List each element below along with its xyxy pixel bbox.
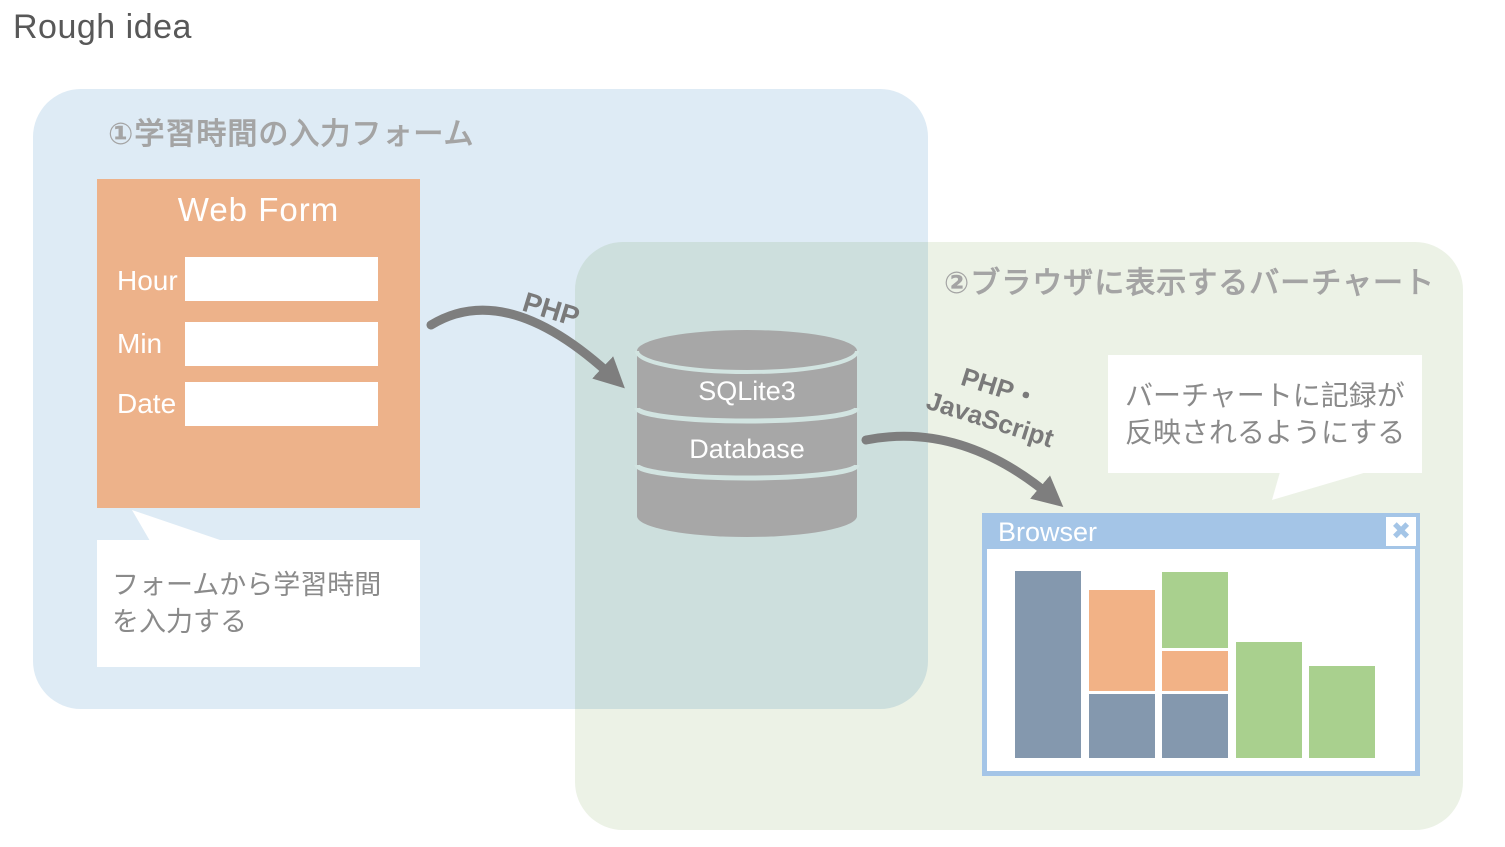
web-form-box: Web Form Hour Min Date — [97, 179, 420, 508]
section2-heading: ②ブラウザに表示するバーチャート — [943, 267, 1435, 300]
close-icon: ✖ — [1390, 518, 1412, 545]
bar-1 — [1015, 571, 1081, 758]
hour-label: Hour — [117, 265, 178, 296]
min-input[interactable] — [185, 322, 378, 366]
bar-segment-green — [1309, 666, 1375, 758]
browser-titlebar: Browser ✖ — [982, 513, 1420, 549]
chart-note-line1: バーチャートに記録が — [1125, 380, 1405, 411]
chart-note-line2: 反映されるようにする — [1125, 417, 1406, 448]
min-label: Min — [117, 328, 163, 359]
bar-chart — [987, 549, 1415, 771]
arrow2-label: PHP・ JavaScript — [909, 348, 1081, 459]
form-note-bubble: フォームから学習時間 を入力する — [97, 540, 420, 667]
section1-heading: ①学習時間の入力フォーム — [108, 118, 475, 151]
bar-segment-orange — [1162, 651, 1228, 691]
bar-2 — [1089, 590, 1155, 758]
bar-4 — [1236, 642, 1302, 758]
date-input[interactable] — [185, 382, 378, 426]
browser-content — [987, 549, 1415, 771]
page-title: Rough idea — [13, 8, 192, 46]
arrow1-label: PHP — [519, 286, 584, 333]
bar-segment-blue — [1089, 694, 1155, 758]
date-label: Date — [117, 388, 177, 419]
browser-title: Browser — [998, 517, 1098, 547]
web-form-title: Web Form — [177, 191, 340, 228]
bar-5 — [1309, 666, 1375, 758]
bar-3 — [1162, 572, 1228, 758]
bar-segment-green — [1162, 572, 1228, 648]
form-note-line1: フォームから学習時間 — [112, 570, 382, 600]
bar-segment-orange — [1089, 590, 1155, 691]
bar-segment-blue — [1162, 694, 1228, 758]
chart-note-bubble: バーチャートに記録が 反映されるようにする — [1108, 355, 1422, 473]
bar-segment-green — [1236, 642, 1302, 758]
bar-segment-blue — [1015, 571, 1081, 758]
browser-window: Browser ✖ — [982, 513, 1420, 776]
close-button[interactable]: ✖ — [1386, 517, 1416, 546]
hour-input[interactable] — [185, 257, 378, 301]
form-note-line2: を入力する — [112, 607, 247, 637]
